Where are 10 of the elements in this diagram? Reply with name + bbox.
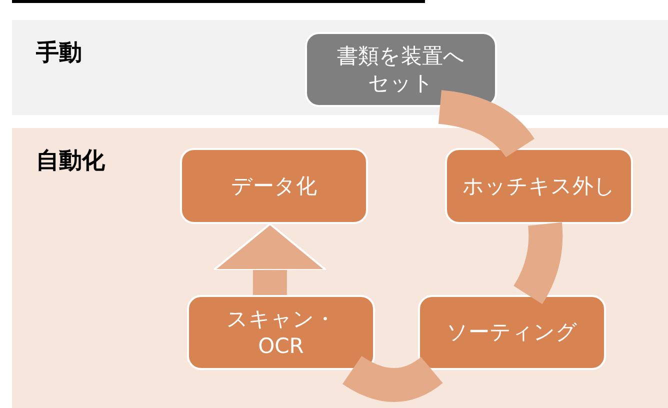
process-box: 書類を装置へセット bbox=[305, 32, 497, 107]
process-box: スキャン・OCR bbox=[187, 295, 375, 370]
section-band bbox=[12, 128, 668, 408]
section-heading: 自動化 bbox=[36, 147, 105, 176]
process-box: ソーティング bbox=[418, 295, 606, 370]
cycle-arrow bbox=[212, 223, 327, 295]
process-box: ホッチキス外し bbox=[445, 148, 633, 224]
process-box: データ化 bbox=[180, 148, 368, 224]
section-heading: 手動 bbox=[36, 39, 82, 68]
section-band bbox=[12, 20, 668, 115]
